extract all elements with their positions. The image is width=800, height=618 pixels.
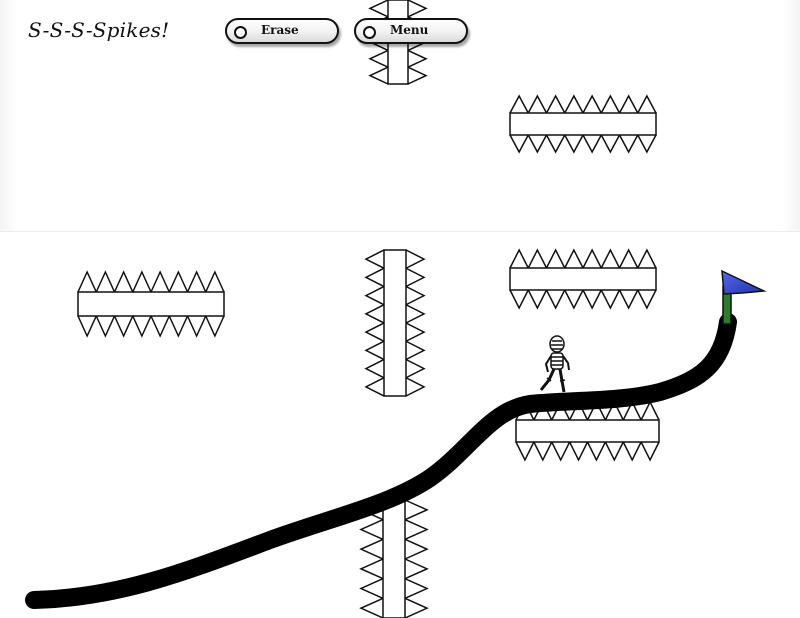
spike-bar bbox=[515, 419, 660, 443]
spike-bar bbox=[77, 291, 225, 317]
menu-button-label: Menu bbox=[390, 23, 429, 37]
menu-button[interactable]: Menu bbox=[354, 18, 468, 44]
erase-button-label: Erase bbox=[261, 23, 299, 37]
player-leg-left bbox=[539, 368, 556, 391]
spike-icon bbox=[404, 499, 429, 618]
player-arm-right bbox=[562, 355, 570, 371]
player-character bbox=[539, 335, 570, 393]
spike-icon bbox=[509, 94, 657, 114]
spike-block-vertical bbox=[359, 499, 429, 618]
circle-knob-icon bbox=[234, 26, 247, 39]
spike-icon bbox=[509, 134, 657, 154]
panel-divider bbox=[0, 231, 800, 232]
spike-icon bbox=[509, 289, 657, 310]
spike-bar bbox=[383, 249, 407, 397]
blue-flag-icon bbox=[721, 269, 767, 295]
drawn-line bbox=[25, 313, 737, 609]
spike-icon bbox=[509, 248, 657, 269]
spike-block-horizontal bbox=[77, 270, 225, 338]
erase-button[interactable]: Erase bbox=[225, 18, 339, 44]
spike-icon bbox=[364, 249, 385, 397]
spike-icon bbox=[77, 315, 225, 338]
spike-block-horizontal bbox=[509, 248, 657, 310]
player-arm-left bbox=[544, 355, 552, 373]
spike-icon bbox=[77, 270, 225, 293]
spike-block-vertical bbox=[364, 249, 426, 397]
player-head bbox=[549, 335, 565, 353]
spike-bar bbox=[509, 112, 657, 136]
spike-icon bbox=[515, 441, 660, 462]
level-title: S-S-S-Spikes! bbox=[28, 18, 170, 42]
goal-flag bbox=[721, 269, 767, 325]
spike-icon bbox=[405, 249, 426, 397]
spike-bar bbox=[509, 267, 657, 291]
spike-bar bbox=[382, 499, 406, 618]
circle-knob-icon bbox=[363, 26, 376, 39]
spike-block-horizontal bbox=[509, 94, 657, 154]
